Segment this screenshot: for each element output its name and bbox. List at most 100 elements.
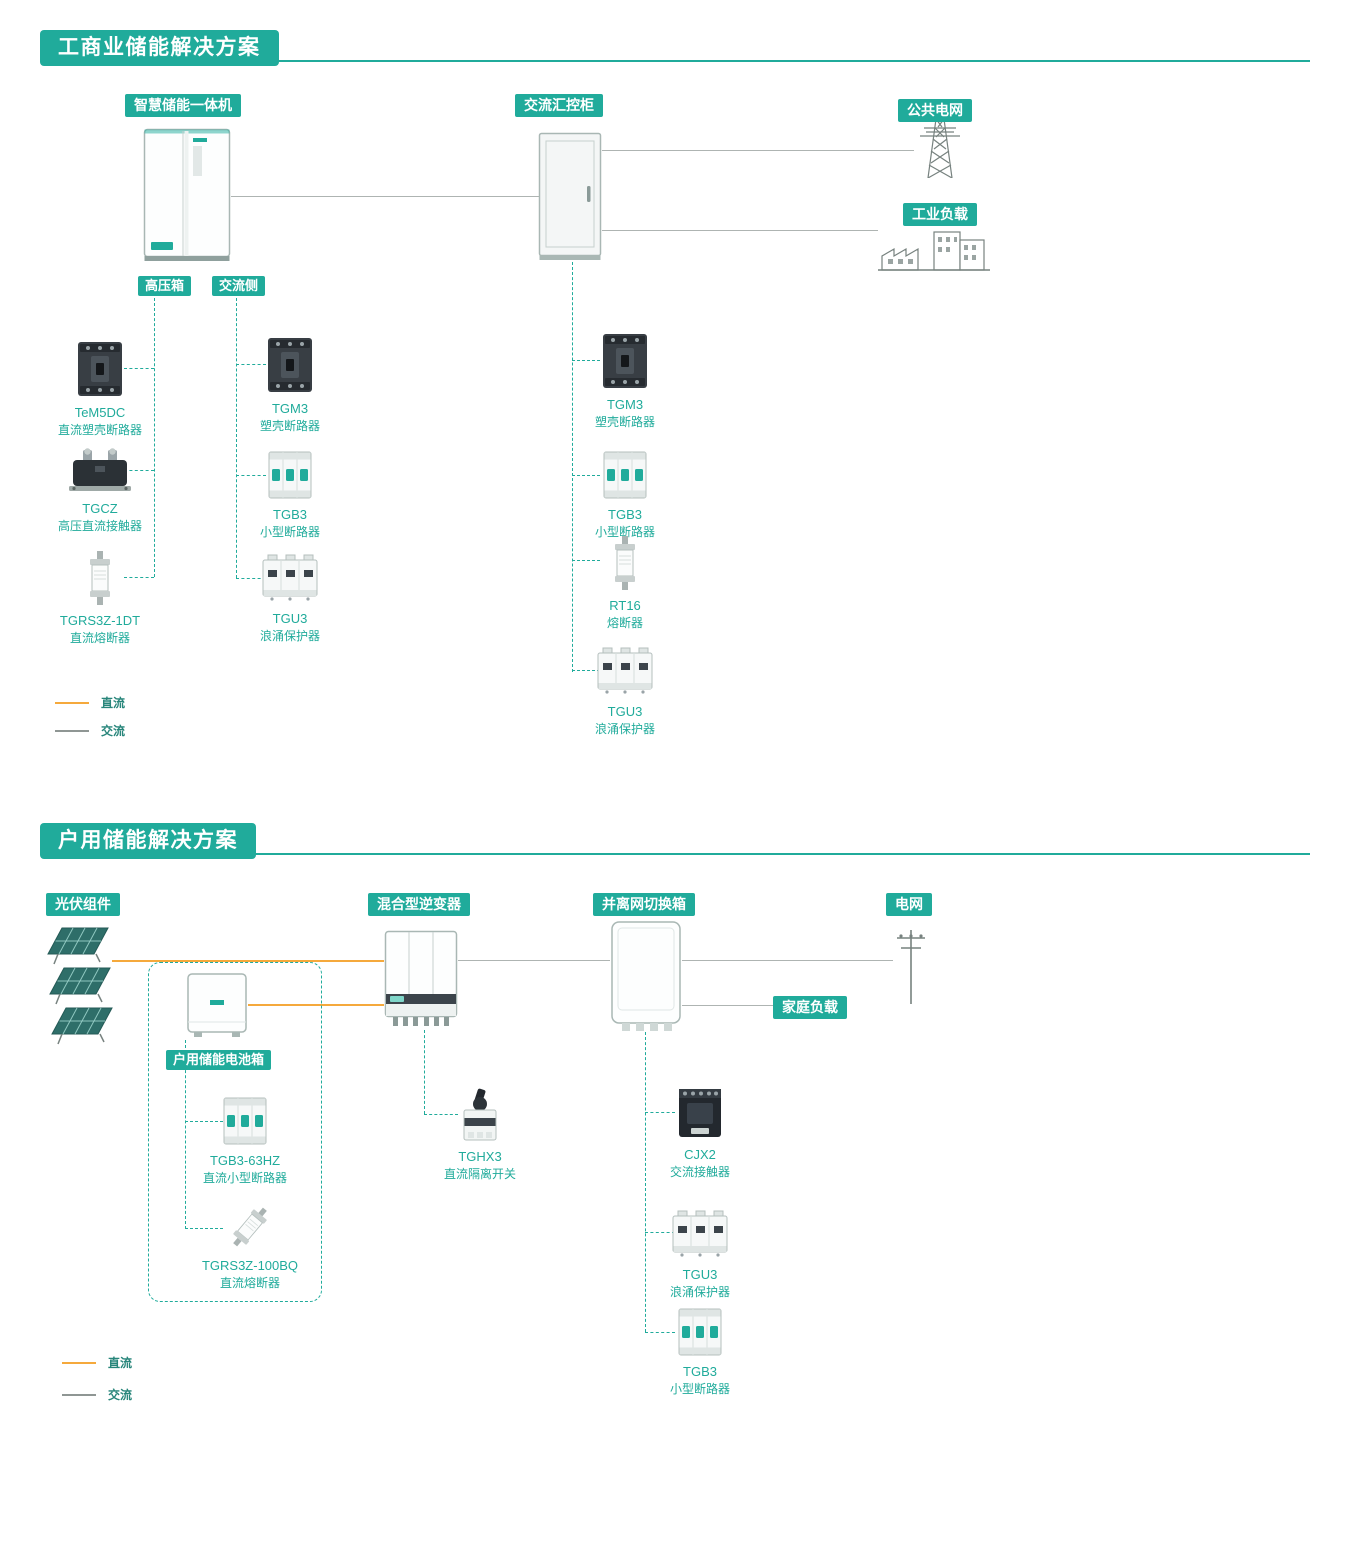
badge-home-load: 家庭负载	[773, 996, 847, 1019]
product-tgb3-switch: TGB3 小型断路器	[645, 1307, 755, 1397]
line-battery-to-inverter	[248, 1004, 384, 1006]
product-desc: 直流熔断器	[69, 631, 130, 646]
legend-dc-swatch	[62, 1361, 96, 1364]
badge-ac-side: 交流侧	[212, 276, 266, 296]
dash-spine-inverter	[424, 1030, 425, 1114]
product-desc: 高压直流接触器	[57, 519, 142, 534]
dash-stub-inv-1	[424, 1114, 458, 1115]
badge-hv-box: 高压箱	[138, 276, 192, 296]
product-model: TGB3-63HZ	[209, 1153, 281, 1168]
product-desc: 交流接触器	[669, 1165, 730, 1180]
ac-cabinet-image	[538, 132, 602, 262]
legend-dc: 直流	[55, 694, 125, 711]
surge-protector-icon	[261, 552, 319, 604]
product-tgm3-acside: TGM3 塑壳断路器	[235, 336, 345, 434]
legend-dc-label: 直流	[108, 1356, 133, 1370]
product-model: TGRS3Z-100BQ	[201, 1258, 299, 1273]
line-switchbox-to-grid	[682, 960, 893, 961]
legend-dc: 直流	[62, 1354, 132, 1371]
line-accab-to-load	[602, 230, 878, 231]
industrial-building-image	[876, 226, 992, 274]
product-model: CJX2	[684, 1147, 716, 1162]
battery-dashed-box	[148, 962, 322, 1302]
product-desc: 浪涌保护器	[259, 629, 320, 644]
dc-isolator-icon	[459, 1088, 501, 1142]
product-desc: 浪涌保护器	[594, 722, 655, 737]
product-model: RT16	[609, 598, 641, 613]
product-tgm3-cabinet: TGM3 塑壳断路器	[570, 332, 680, 430]
product-tgcz: TGCZ 高压直流接触器	[45, 448, 155, 534]
mccb-breaker-icon	[601, 332, 649, 390]
product-tgb3-cabinet: TGB3 小型断路器	[570, 450, 680, 540]
utility-pole-image	[893, 926, 929, 1006]
badge-hybrid-inverter: 混合型逆变器	[368, 893, 470, 916]
product-model: TGB3	[683, 1364, 717, 1379]
dash-spine-acside	[236, 298, 237, 578]
product-model: TGM3	[271, 401, 309, 416]
mini-breaker-icon	[267, 450, 313, 500]
product-desc: 直流塑壳断路器	[57, 423, 142, 438]
legend-ac-label: 交流	[101, 724, 126, 738]
product-model: TGCZ	[82, 501, 118, 516]
dash-stub-hv-2	[124, 470, 154, 471]
badge-ess-unit: 智慧储能一体机	[125, 94, 241, 117]
section2-title: 户用储能解决方案	[40, 823, 256, 859]
mini-breaker-icon	[677, 1307, 723, 1357]
dash-stub-cab-4	[572, 670, 600, 671]
legend-ac-swatch	[55, 729, 89, 732]
mccb-breaker-icon	[76, 340, 124, 398]
dash-stub-cab-3	[572, 560, 600, 561]
solar-panel-image	[48, 966, 112, 1006]
badge-public-grid: 公共电网	[898, 99, 972, 122]
legend-ac: 交流	[62, 1386, 132, 1403]
dash-stub-hv-1	[124, 368, 154, 369]
product-tem5dc: TeM5DC 直流塑壳断路器	[45, 340, 155, 438]
product-tgu3-cabinet: TGU3 浪涌保护器	[570, 645, 680, 737]
product-desc: 直流熔断器	[219, 1276, 280, 1291]
dash-stub-batt-2	[185, 1228, 223, 1229]
dash-spine-hv	[154, 298, 155, 577]
dash-spine-battery	[185, 1040, 186, 1229]
product-desc: 塑壳断路器	[594, 415, 655, 430]
product-tgb3-acside: TGB3 小型断路器	[235, 450, 345, 540]
product-desc: 小型断路器	[259, 525, 320, 540]
transmission-tower-image	[916, 116, 964, 178]
product-desc: 小型断路器	[669, 1382, 730, 1397]
mini-breaker-icon	[602, 450, 648, 500]
product-model: TGB3	[273, 507, 307, 522]
line-inverter-to-switchbox	[458, 960, 610, 961]
switch-box-image	[610, 920, 682, 1032]
dash-stub-sw-1	[645, 1112, 675, 1113]
section1-rule	[40, 60, 1310, 62]
fuse-icon	[608, 535, 642, 591]
dash-stub-cab-2	[572, 475, 600, 476]
dash-stub-batt-1	[185, 1121, 223, 1122]
product-cjx2: CJX2 交流接触器	[645, 1086, 755, 1180]
ac-contactor-icon	[675, 1086, 725, 1140]
solar-panel-image	[50, 1006, 114, 1046]
section2-rule	[40, 853, 1310, 855]
product-desc: 浪涌保护器	[669, 1285, 730, 1300]
dash-stub-sw-3	[645, 1332, 675, 1333]
dash-spine-cabinet	[572, 262, 573, 672]
line-pv-to-inverter	[112, 960, 384, 962]
legend-ac: 交流	[55, 722, 125, 739]
ess-cabinet-image	[143, 128, 231, 262]
section1-title: 工商业储能解决方案	[40, 30, 279, 66]
surge-protector-icon	[671, 1208, 729, 1260]
product-desc: 小型断路器	[594, 525, 655, 540]
hybrid-inverter-image	[384, 930, 458, 1030]
product-tgrs3z-100bq: TGRS3Z-100BQ 直流熔断器	[190, 1203, 310, 1291]
product-model: TGU3	[607, 704, 643, 719]
badge-pv-modules: 光伏组件	[46, 893, 120, 916]
line-ess-to-accab	[231, 196, 539, 197]
legend-dc-label: 直流	[101, 696, 126, 710]
hv-contactor-icon	[69, 448, 131, 494]
badge-industrial-load: 工业负载	[903, 203, 977, 226]
product-model: TGB3	[608, 507, 642, 522]
line-accab-to-grid	[602, 150, 914, 151]
product-model: TGM3	[606, 397, 644, 412]
dash-stub-acside-3	[236, 578, 266, 579]
product-desc: 熔断器	[606, 616, 643, 631]
fuse-icon	[223, 1199, 277, 1255]
